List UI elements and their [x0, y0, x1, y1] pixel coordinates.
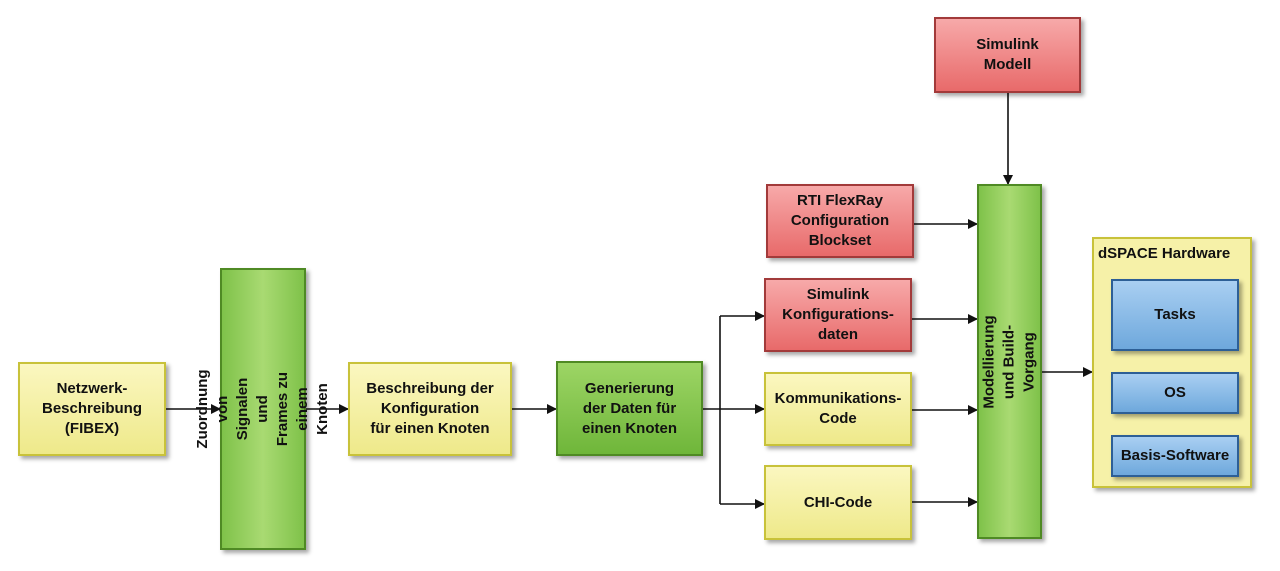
netzwerk-beschreibung-box: Netzwerk- Beschreibung (FIBEX)	[18, 362, 166, 456]
modellierung-build-box: Modellierung und Build-Vorgang	[977, 184, 1042, 539]
dspace-hardware-container: dSPACE Hardware Tasks OS Basis-Software	[1092, 237, 1252, 488]
kommunikations-code-label: Kommunikations- Code	[774, 390, 902, 427]
beschreibung-konfiguration-label: Beschreibung der Konfiguration für einen…	[366, 380, 494, 437]
modellierung-build-label: Modellierung und Build-Vorgang	[980, 314, 1038, 409]
rti-flexray-box: RTI FlexRay Configuration Blockset	[766, 184, 914, 258]
netzwerk-beschreibung-label: Netzwerk- Beschreibung (FIBEX)	[41, 380, 143, 437]
tasks-box: Tasks	[1111, 279, 1239, 351]
dspace-hardware-title: dSPACE Hardware	[1098, 245, 1231, 262]
zuordnung-label: Zuordnung von Signalen und Frames zu ein…	[194, 369, 331, 449]
zuordnung-box: Zuordnung von Signalen und Frames zu ein…	[194, 268, 331, 550]
basis-software-label: Basis-Software	[1120, 447, 1230, 464]
beschreibung-konfiguration-box: Beschreibung der Konfiguration für einen…	[348, 362, 512, 456]
basis-software-box: Basis-Software	[1111, 435, 1239, 477]
simulink-modell-box: Simulink Modell	[934, 17, 1081, 93]
chi-code-box: CHI-Code	[764, 465, 912, 540]
generierung-label: Generierung der Daten für einen Knoten	[581, 379, 677, 437]
tasks-label: Tasks	[1154, 306, 1196, 323]
rti-flexray-label: RTI FlexRay Configuration Blockset	[790, 192, 890, 249]
simulink-modell-label: Simulink Modell	[976, 36, 1039, 73]
os-label: OS	[1164, 384, 1186, 401]
os-box: OS	[1111, 372, 1239, 414]
kommunikations-code-box: Kommunikations- Code	[764, 372, 912, 446]
chi-code-label: CHI-Code	[803, 493, 873, 511]
simulink-konfigurationsdaten-box: Simulink Konfigurations- daten	[764, 278, 912, 352]
simulink-konfigurationsdaten-label: Simulink Konfigurations- daten	[782, 286, 894, 343]
generierung-box: Generierung der Daten für einen Knoten	[556, 361, 703, 456]
